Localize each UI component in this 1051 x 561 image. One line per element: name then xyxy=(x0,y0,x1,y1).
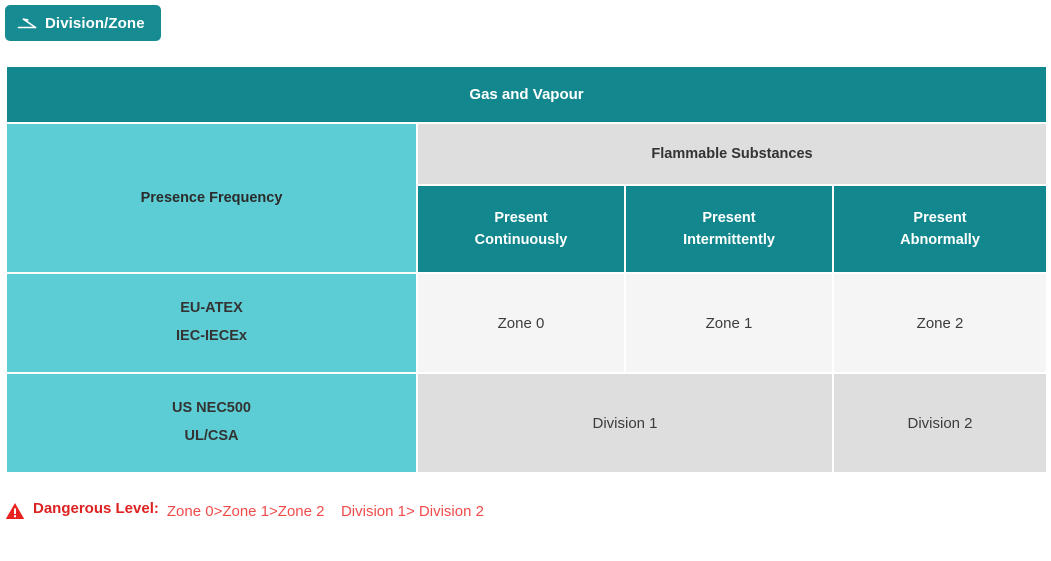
sub-header-present-abnormally: Present Abnormally xyxy=(834,186,1047,272)
table-title-row: Gas and Vapour xyxy=(7,67,1047,122)
sub-header-present-intermittently-line2: Intermittently xyxy=(683,232,775,248)
table-row: US NEC500 UL/CSA Division 1 Division 2 xyxy=(7,374,1047,472)
sub-header-present-intermittently-line1: Present xyxy=(702,209,756,226)
dangerous-level-values: Zone 0>Zone 1>Zone 2 Division 1> Divisio… xyxy=(167,500,484,523)
classification-table: Gas and Vapour Presence Frequency Flamma… xyxy=(5,65,1048,474)
sub-header-present-abnormally-line2: Abnormally xyxy=(900,232,980,248)
row-label-eu-atex: EU-ATEX IEC-IECEx xyxy=(7,274,416,372)
sub-header-present-abnormally-line1: Present xyxy=(913,209,967,226)
table-sub-header-row: Present Continuously Present Intermitten… xyxy=(7,186,1047,272)
side-header-presence-frequency: Presence Frequency xyxy=(7,124,416,272)
row-label-eu-atex-line1: EU-ATEX xyxy=(180,300,243,317)
group-header-flammable-substances: Flammable Substances xyxy=(418,124,1047,184)
cell-division-1: Division 1 xyxy=(418,374,832,472)
division-zone-button[interactable]: Division/Zone xyxy=(5,5,161,41)
table-row: EU-ATEX IEC-IECEx Zone 0 Zone 1 Zone 2 xyxy=(7,274,1047,372)
sub-header-present-continuously: Present Continuously xyxy=(418,186,624,272)
dangerous-level-line-1: Zone 0>Zone 1>Zone 2 xyxy=(166,503,325,520)
cell-zone-2: Zone 2 xyxy=(834,274,1047,372)
dangerous-level-label: Dangerous Level: xyxy=(33,500,159,517)
angle-icon xyxy=(17,16,37,30)
row-label-us-nec500-line1: US NEC500 xyxy=(172,400,251,417)
cell-zone-0: Zone 0 xyxy=(418,274,624,372)
dangerous-level-note: Dangerous Level: Zone 0>Zone 1>Zone 2 Di… xyxy=(5,500,705,523)
dangerous-level-note-row: Dangerous Level: Zone 0>Zone 1>Zone 2 Di… xyxy=(5,500,705,523)
sub-header-present-continuously-line1: Present xyxy=(494,209,548,226)
row-label-eu-atex-line2: IEC-IECEx xyxy=(176,328,247,344)
sub-header-present-intermittently: Present Intermittently xyxy=(626,186,832,272)
table-group-header-row: Presence Frequency Flammable Substances xyxy=(7,124,1047,272)
dangerous-level-line-2: Division 1> Division 2 xyxy=(340,503,484,520)
sub-header-present-continuously-line2: Continuously xyxy=(474,232,568,248)
row-label-us-nec500: US NEC500 UL/CSA xyxy=(7,374,416,472)
row-label-us-nec500-line2: UL/CSA xyxy=(184,428,239,444)
table-title: Gas and Vapour xyxy=(7,67,1047,122)
warning-triangle-icon xyxy=(5,501,25,521)
cell-zone-1: Zone 1 xyxy=(626,274,832,372)
division-zone-button-label: Division/Zone xyxy=(45,14,145,32)
classification-table-wrapper: Gas and Vapour Presence Frequency Flamma… xyxy=(5,65,1048,474)
cell-division-2: Division 2 xyxy=(834,374,1047,472)
